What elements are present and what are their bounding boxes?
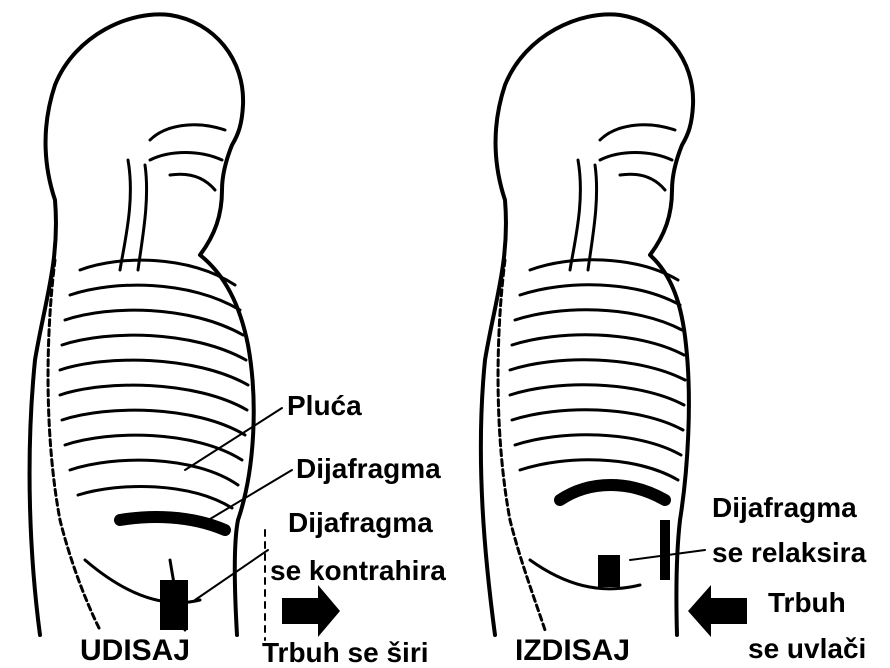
exhale-figure <box>481 14 705 635</box>
label-lungs: Pluća <box>287 390 362 421</box>
inhale-organ-mass <box>160 580 188 630</box>
exhale-organ-mass <box>598 555 620 587</box>
label-diaphragm-contracts-2: se kontrahira <box>270 555 446 586</box>
label-belly-expands: Trbuh se širi <box>262 637 429 668</box>
arrow-left-icon <box>688 585 747 637</box>
leader-diaphragm-contracts <box>195 550 268 600</box>
exhale-abdomen <box>530 560 640 589</box>
label-belly-retracts-2: se uvlači <box>748 633 866 664</box>
inhale-airway <box>120 125 225 270</box>
label-inhale-title: UDISAJ <box>80 634 190 667</box>
exhale-side-mass <box>660 520 670 580</box>
label-diaphragm: Dijafragma <box>296 453 441 484</box>
label-diaphragm-relaxes-2: se relaksira <box>712 537 867 568</box>
exhale-airway <box>570 125 675 270</box>
exhale-diaphragm <box>560 485 665 500</box>
arrow-right-icon <box>282 585 340 637</box>
label-diaphragm-relaxes-1: Dijafragma <box>712 492 857 523</box>
inhale-figure <box>30 14 292 640</box>
label-diaphragm-contracts-1: Dijafragma <box>288 507 433 538</box>
label-belly-retracts-1: Trbuh <box>768 587 846 618</box>
inhale-ribs <box>60 260 248 508</box>
inhale-spine <box>48 260 100 630</box>
exhale-ribs <box>510 260 685 480</box>
label-exhale-title: IZDISAJ <box>515 634 630 667</box>
